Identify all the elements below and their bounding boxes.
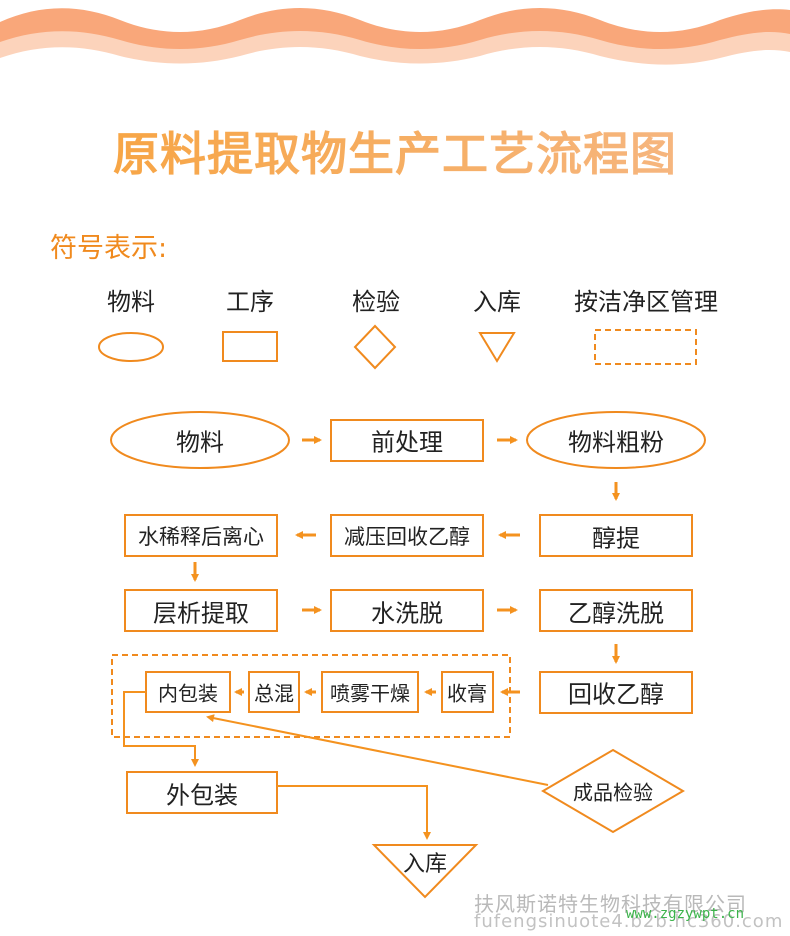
node-dilute-centrifuge: 水稀释后离心 xyxy=(138,525,264,549)
node-ethanol-elute-shape xyxy=(539,589,693,632)
node-inner-pack: 内包装 xyxy=(158,681,218,706)
node-mix-shape xyxy=(248,671,300,713)
node-dilute-centrifuge-shape xyxy=(124,514,278,557)
legend-rect-shape xyxy=(222,331,278,362)
node-concentrate-shape xyxy=(441,671,494,713)
node-spray-dry-shape xyxy=(321,671,419,713)
legend-heading: 符号表示: xyxy=(50,233,168,264)
node-mix: 总混 xyxy=(254,681,294,706)
node-water-wash: 水洗脱 xyxy=(371,599,443,628)
node-vacuum-recover: 减压回收乙醇 xyxy=(344,525,470,549)
node-coarse-powder-shape xyxy=(526,411,706,469)
page-title: 原料提取物生产工艺流程图 xyxy=(0,118,790,184)
node-pretreatment: 前处理 xyxy=(371,428,443,457)
node-chromatography-shape xyxy=(124,589,278,632)
legend-label-inspection: 检验 xyxy=(352,288,400,316)
node-water-wash-shape xyxy=(330,589,484,632)
legend-ellipse-shape xyxy=(98,332,164,362)
legend-label-storage: 入库 xyxy=(473,288,521,316)
legend-dashed-rect-shape xyxy=(594,329,697,365)
node-inspection: 成品检验 xyxy=(573,780,653,805)
node-coarse-powder: 物料粗粉 xyxy=(568,428,664,457)
node-vacuum-recover-shape xyxy=(330,514,484,557)
node-storage: 入库 xyxy=(402,852,448,877)
legend-label-process: 工序 xyxy=(226,288,274,316)
node-inspection-shape xyxy=(541,748,685,834)
node-outer-pack-shape xyxy=(126,771,278,814)
node-outer-pack: 外包装 xyxy=(166,781,238,810)
watermark-company: 扶风斯诺特生物科技有限公司 xyxy=(474,892,747,916)
node-recover-ethanol-shape xyxy=(539,671,693,714)
legend-triangle-shape xyxy=(478,332,516,363)
watermark-url-hc360: fufengsinuote4.b2b.hc360.com xyxy=(474,911,784,932)
node-alcohol-extract: 醇提 xyxy=(592,524,640,553)
legend-label-clean-area: 按洁净区管理 xyxy=(574,288,718,316)
node-storage-shape xyxy=(371,844,479,899)
node-ethanol-elute: 乙醇洗脱 xyxy=(568,599,664,628)
legend-diamond-shape xyxy=(353,324,397,370)
node-spray-dry: 喷雾干燥 xyxy=(330,681,410,706)
node-material-shape xyxy=(110,411,290,469)
arrow-inspection-to-inner xyxy=(206,714,549,786)
node-chromatography: 层析提取 xyxy=(153,599,249,628)
arrow-outer-to-storage xyxy=(277,785,431,840)
watermark-url-zgzywpt: www.zgzywpt.cn xyxy=(626,906,745,922)
decorative-wave xyxy=(0,8,790,65)
node-alcohol-extract-shape xyxy=(539,514,693,557)
node-pretreatment-shape xyxy=(330,419,484,462)
node-recover-ethanol: 回收乙醇 xyxy=(568,680,664,709)
legend-label-material: 物料 xyxy=(107,288,155,316)
node-concentrate: 收膏 xyxy=(447,681,487,706)
node-material: 物料 xyxy=(176,428,224,457)
